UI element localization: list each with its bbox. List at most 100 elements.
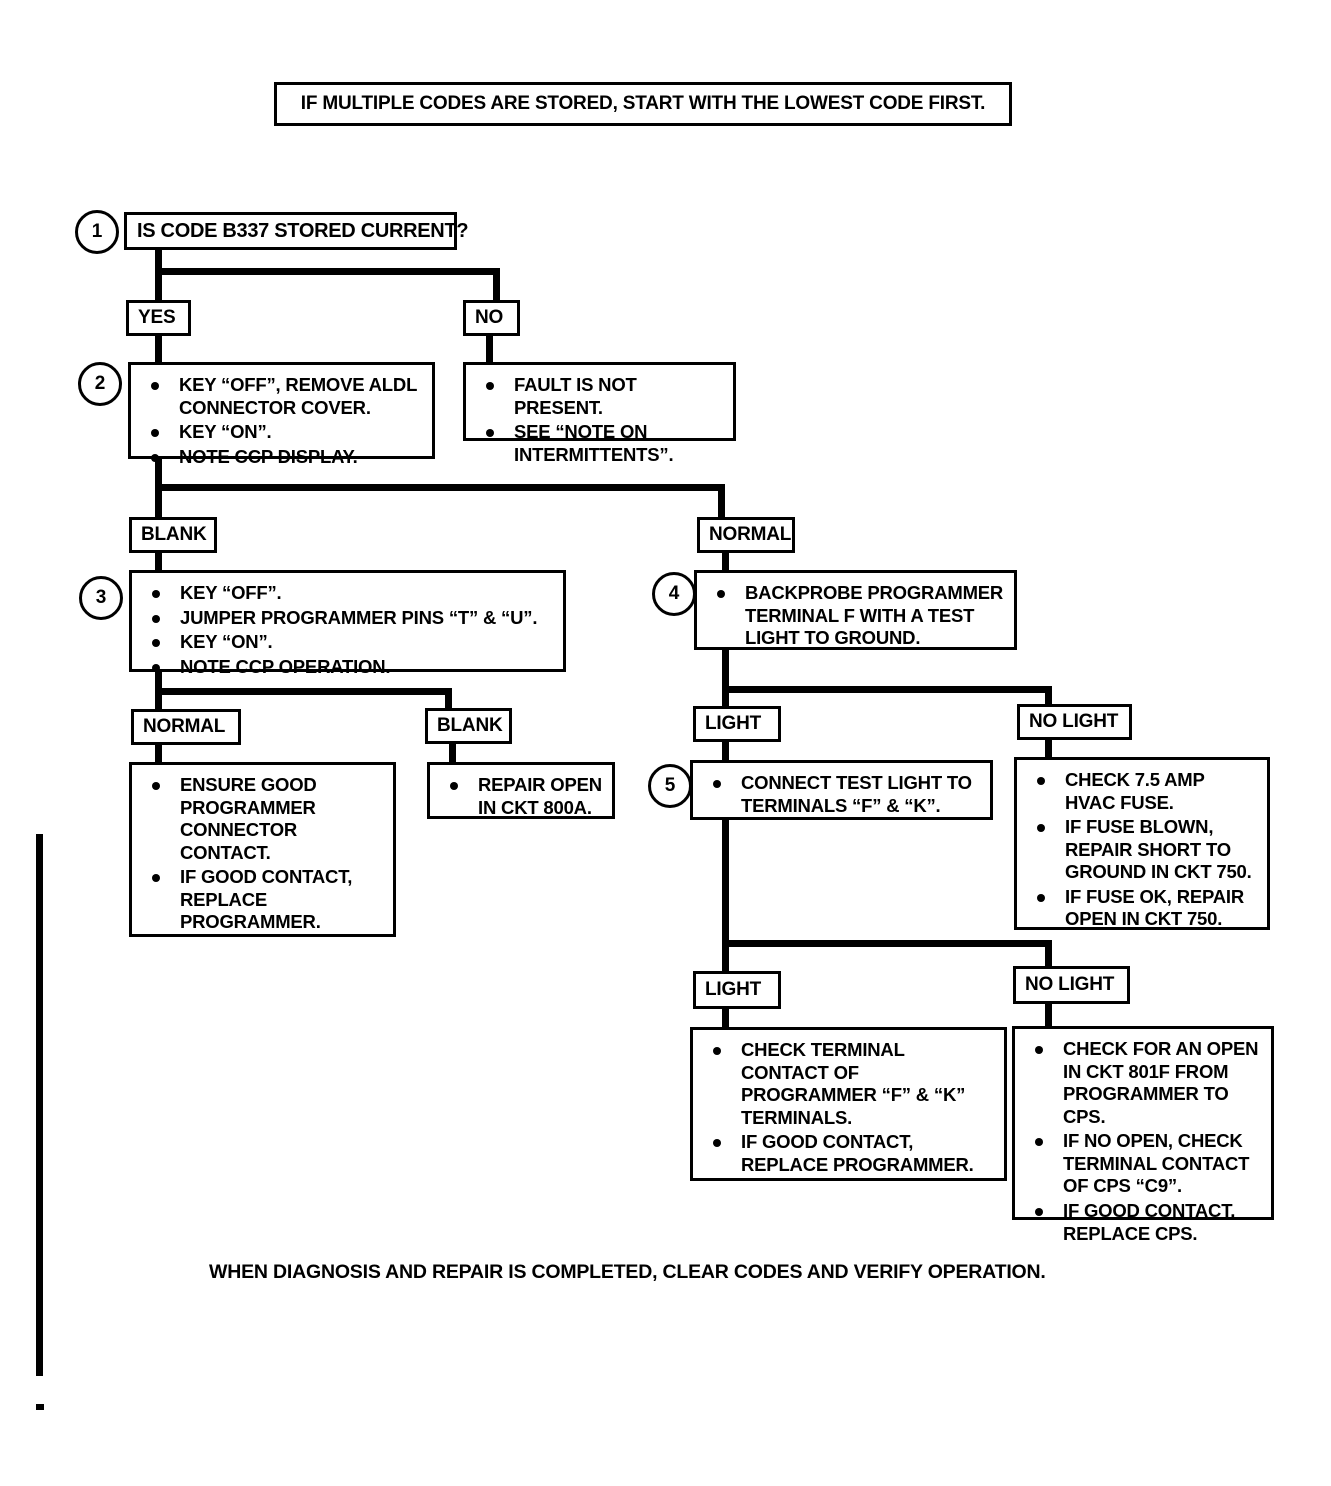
list-item: IF NO OPEN, CHECK TERMINAL CONTACT OF CP… <box>1023 1130 1263 1198</box>
list-item: IF GOOD CONTACT, REPLACE PROGRAMMER. <box>140 866 385 934</box>
step-number-1-label: 1 <box>91 221 103 242</box>
branch-nolight-level2-text: NO LIGHT <box>1029 711 1119 732</box>
list-item: NOTE CCP DISPLAY. <box>139 446 424 469</box>
action-box-step5: CONNECT TEST LIGHT TO TERMINALS “F” & “K… <box>690 760 993 820</box>
list-item: KEY “OFF”. <box>140 582 555 605</box>
branch-normal-level2-text: NORMAL <box>143 716 226 737</box>
result-box-normal-level2: ENSURE GOOD PROGRAMMER CONNECTOR CONTACT… <box>129 762 396 937</box>
step-number-5: 5 <box>648 764 692 808</box>
connector-step2-to-blank <box>155 484 162 518</box>
list-item: CHECK TERMINAL CONTACT OF PROGRAMMER “F”… <box>701 1039 996 1129</box>
connector-step2-horizontal <box>155 484 725 491</box>
branch-label-light-level3: LIGHT <box>693 971 781 1009</box>
connector-step4-to-light <box>722 686 729 710</box>
connector-step5-down <box>722 820 729 945</box>
step-number-4: 4 <box>652 572 696 616</box>
list-item: CHECK FOR AN OPEN IN CKT 801F FROM PROGR… <box>1023 1038 1263 1128</box>
connector-step3-horizontal <box>155 688 452 695</box>
connector-nolight3-down <box>1045 1004 1052 1028</box>
corner-registration-mark <box>36 1404 44 1410</box>
connector-step2-down <box>155 459 162 487</box>
branch-label-blank-level2: BLANK <box>425 708 512 744</box>
list-item: KEY “ON”. <box>139 421 424 444</box>
list-item: IF FUSE BLOWN, REPAIR SHORT TO GROUND IN… <box>1025 816 1259 884</box>
branch-normal-level1-text: NORMAL <box>709 524 792 545</box>
action-box-step3: KEY “OFF”. JUMPER PROGRAMMER PINS “T” & … <box>129 570 566 677</box>
connector-no-down <box>486 336 493 366</box>
connector-step4-down <box>722 650 729 692</box>
connector-step3-to-normal <box>155 688 162 712</box>
revision-change-bar <box>36 834 43 1376</box>
result-box-light-level3: CHECK TERMINAL CONTACT OF PROGRAMMER “F”… <box>690 1027 1007 1181</box>
list-item: CHECK 7.5 AMP HVAC FUSE. <box>1025 769 1259 814</box>
list-item: IF GOOD CONTACT, REPLACE CPS. <box>1023 1200 1263 1245</box>
connector-q1-horizontal <box>155 268 500 275</box>
connector-step4-to-nolight <box>1045 686 1052 710</box>
step-number-3: 3 <box>79 576 123 620</box>
connector-nolight2-down <box>1045 740 1052 760</box>
step-number-4-label: 4 <box>668 583 680 604</box>
connector-step5-horizontal <box>722 940 1052 947</box>
connector-blank2-down <box>449 744 456 764</box>
action-box-step2-no: FAULT IS NOT PRESENT. SEE “NOTE ON INTER… <box>463 362 736 465</box>
connector-q1-down <box>155 250 162 274</box>
step-number-2: 2 <box>78 362 122 406</box>
list-item: IF GOOD CONTACT, REPLACE PROGRAMMER. <box>701 1131 996 1176</box>
list-item: KEY “ON”. <box>140 631 555 654</box>
result-box-nolight-level2: CHECK 7.5 AMP HVAC FUSE. IF FUSE BLOWN, … <box>1014 757 1270 930</box>
action-box-step4: BACKPROBE PROGRAMMER TERMINAL F WITH A T… <box>694 570 1017 650</box>
branch-label-light-level2: LIGHT <box>693 706 781 742</box>
list-item: FAULT IS NOT PRESENT. <box>474 374 725 419</box>
connector-step5-to-light <box>722 940 729 973</box>
list-item: IF FUSE OK, REPAIR OPEN IN CKT 750. <box>1025 886 1259 931</box>
branch-blank-level1-text: BLANK <box>141 524 207 545</box>
list-item: KEY “OFF”, REMOVE ALDL CONNECTOR COVER. <box>139 374 424 419</box>
step-number-3-label: 3 <box>95 587 107 608</box>
connector-normal1-down <box>722 553 729 573</box>
branch-label-no: NO <box>463 300 520 336</box>
connector-q1-to-yes <box>155 268 162 302</box>
connector-step4-horizontal <box>722 686 1052 693</box>
connector-step3-down <box>155 672 162 694</box>
branch-label-normal-level2: NORMAL <box>131 709 241 745</box>
list-item: REPAIR OPEN IN CKT 800A. <box>438 774 604 819</box>
branch-yes-text: YES <box>138 307 176 328</box>
branch-blank-level2-text: BLANK <box>437 715 503 736</box>
step-number-2-label: 2 <box>94 373 106 394</box>
connector-light3-down <box>722 1009 729 1029</box>
connector-blank1-down <box>155 553 162 573</box>
banner-multiple-codes: IF MULTIPLE CODES ARE STORED, START WITH… <box>274 82 1012 126</box>
branch-no-text: NO <box>475 307 504 328</box>
step-number-5-label: 5 <box>664 775 676 796</box>
branch-label-blank-level1: BLANK <box>129 517 217 553</box>
connector-step2-to-normal <box>718 484 725 518</box>
result-box-nolight-level3: CHECK FOR AN OPEN IN CKT 801F FROM PROGR… <box>1012 1026 1274 1244</box>
connector-step5-to-nolight <box>1045 940 1052 967</box>
branch-label-yes: YES <box>126 300 191 336</box>
connector-step3-to-blank <box>445 688 452 712</box>
question-1-text: IS CODE B337 STORED CURRENT? <box>137 219 469 242</box>
list-item: BACKPROBE PROGRAMMER TERMINAL F WITH A T… <box>705 582 1006 650</box>
list-item: JUMPER PROGRAMMER PINS “T” & “U”. <box>140 607 555 630</box>
branch-label-nolight-level3: NO LIGHT <box>1013 966 1130 1004</box>
connector-light2-down <box>722 742 729 762</box>
connector-yes-down <box>155 336 162 366</box>
branch-light-level2-text: LIGHT <box>705 713 761 734</box>
result-box-blank-level2: REPAIR OPEN IN CKT 800A. <box>427 762 615 819</box>
branch-light-level3-text: LIGHT <box>705 979 761 1000</box>
question-box-1: IS CODE B337 STORED CURRENT? <box>124 212 469 250</box>
step-number-1: 1 <box>75 210 119 254</box>
list-item: ENSURE GOOD PROGRAMMER CONNECTOR CONTACT… <box>140 774 385 864</box>
connector-normal2-down <box>155 745 162 765</box>
list-item: SEE “NOTE ON INTERMITTENTS”. <box>474 421 725 466</box>
connector-q1-to-no <box>493 268 500 302</box>
branch-nolight-level3-text: NO LIGHT <box>1025 974 1115 995</box>
list-item: CONNECT TEST LIGHT TO TERMINALS “F” & “K… <box>701 772 982 817</box>
list-item: NOTE CCP OPERATION. <box>140 656 555 679</box>
footer-note-text: WHEN DIAGNOSIS AND REPAIR IS COMPLETED, … <box>209 1261 1046 1283</box>
banner-text: IF MULTIPLE CODES ARE STORED, START WITH… <box>300 93 986 114</box>
action-box-step2-yes: KEY “OFF”, REMOVE ALDL CONNECTOR COVER. … <box>128 362 435 467</box>
branch-label-normal-level1: NORMAL <box>697 517 795 553</box>
branch-label-nolight-level2: NO LIGHT <box>1017 704 1132 740</box>
